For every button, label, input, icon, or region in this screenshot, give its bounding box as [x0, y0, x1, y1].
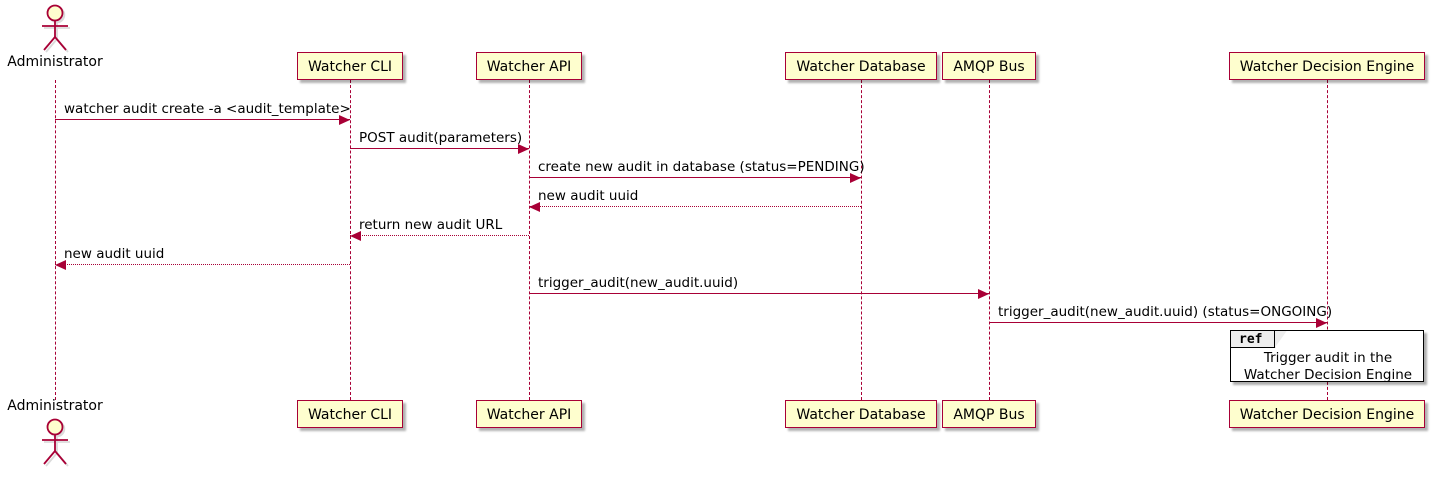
- participant-watcher-decision-engine-top: Watcher Decision Engine: [1228, 52, 1426, 80]
- participant-watcher-database-top: Watcher Database: [785, 52, 937, 80]
- actor-label-administrator: Administrator: [7, 398, 103, 414]
- message-arrowhead-6: [978, 288, 989, 299]
- lifeline-administrator: [55, 80, 56, 400]
- lifeline-watcher-database: [861, 80, 862, 400]
- message-line-6: [529, 293, 989, 294]
- lifeline-amqp-bus: [989, 80, 990, 400]
- message-line-1: [350, 148, 529, 149]
- message-line-0: [55, 119, 350, 120]
- message-line-5: [55, 264, 350, 265]
- message-line-2: [529, 177, 861, 178]
- participant-watcher-decision-engine-bottom: Watcher Decision Engine: [1228, 400, 1426, 428]
- participant-watcher-database-bottom: Watcher Database: [785, 400, 937, 428]
- message-label-5: new audit uuid: [64, 246, 165, 262]
- actor-figure-icon: [42, 418, 70, 467]
- participant-watcher-cli-top: Watcher CLI: [296, 52, 404, 80]
- ref-fragment-body: Trigger audit in the Watcher Decision En…: [1243, 350, 1413, 383]
- message-line-3: [529, 206, 861, 207]
- message-label-6: trigger_audit(new_audit.uuid): [538, 275, 739, 291]
- participant-watcher-api-top: Watcher API: [475, 52, 583, 80]
- actor-administrator: [33, 418, 77, 472]
- participant-watcher-cli-bottom: Watcher CLI: [296, 400, 404, 428]
- message-arrowhead-0: [339, 114, 350, 125]
- message-label-4: return new audit URL: [359, 217, 503, 233]
- message-arrowhead-5: [55, 259, 66, 270]
- ref-fragment-tab-corner: [1274, 331, 1287, 348]
- message-line-4: [350, 235, 529, 236]
- message-label-0: watcher audit create -a <audit_template>: [64, 101, 351, 117]
- actor-figure-icon: [42, 4, 70, 53]
- participant-amqp-bus-bottom: AMQP Bus: [942, 400, 1036, 428]
- message-label-2: create new audit in database (status=PEN…: [538, 159, 865, 175]
- lifeline-watcher-decision-engine: [1327, 80, 1328, 400]
- message-arrowhead-3: [529, 201, 540, 212]
- ref-fragment-tab: [1231, 331, 1275, 348]
- message-arrowhead-2: [850, 172, 861, 183]
- participant-amqp-bus-top: AMQP Bus: [942, 52, 1036, 80]
- lifeline-watcher-api: [529, 80, 530, 400]
- participant-watcher-api-bottom: Watcher API: [475, 400, 583, 428]
- message-arrowhead-1: [518, 143, 529, 154]
- message-arrowhead-4: [350, 230, 361, 241]
- actor-administrator: [33, 4, 77, 58]
- message-label-7: trigger_audit(new_audit.uuid) (status=ON…: [998, 304, 1333, 320]
- message-arrowhead-7: [1316, 317, 1327, 328]
- message-label-3: new audit uuid: [538, 188, 639, 204]
- ref-fragment-tab-label: ref: [1239, 332, 1263, 347]
- message-label-1: POST audit(parameters): [359, 130, 523, 146]
- actor-label-administrator: Administrator: [7, 54, 103, 70]
- message-line-7: [989, 322, 1327, 323]
